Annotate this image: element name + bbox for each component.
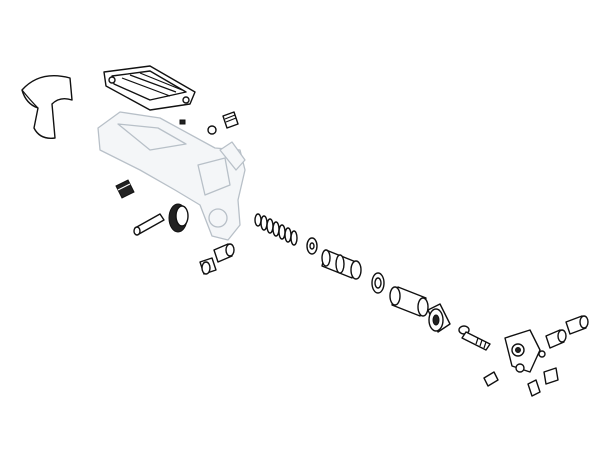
cylinder-sleeve-part <box>389 286 429 317</box>
lever-body-part <box>97 111 246 241</box>
handlebar-clamp-part <box>504 329 541 373</box>
return-spring-part <box>254 213 298 246</box>
reservoir-cap-part <box>103 65 196 111</box>
clamp-bolt-parts <box>483 315 589 397</box>
washer-part <box>306 237 318 255</box>
bushing-parts <box>199 243 235 275</box>
bleed-screw-part <box>179 111 239 135</box>
cylinder-cap-part <box>427 303 451 333</box>
pivot-pin-part <box>133 213 165 236</box>
adjust-knob-part <box>168 203 189 233</box>
reach-adjust-screw-part <box>115 179 135 199</box>
banjo-bolt-part <box>458 325 491 351</box>
lever-boot-part <box>21 75 73 139</box>
piston-part <box>321 249 385 294</box>
